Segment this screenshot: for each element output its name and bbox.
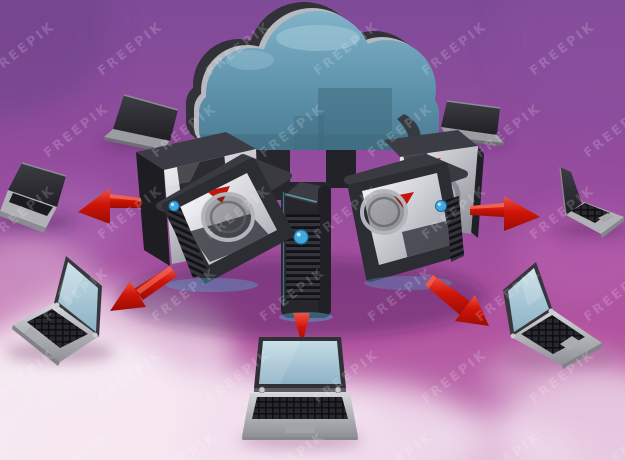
arrow-head [504, 196, 540, 231]
highlight [58, 262, 84, 304]
laptop-bottom-left [12, 256, 102, 366]
tower-vents [167, 206, 208, 278]
cloud-surface-details [199, 25, 439, 150]
highlight [470, 203, 504, 209]
tower-top [384, 130, 478, 157]
reflection [318, 88, 392, 150]
laptop-touchpad [285, 423, 315, 433]
corner-shade [0, 0, 110, 119]
laptop-screen [58, 262, 98, 332]
highlight [164, 162, 200, 186]
underglow [166, 278, 258, 292]
laptop-bottom-center [242, 337, 358, 440]
highlight [559, 166, 567, 217]
shading [199, 134, 439, 150]
highlight [21, 162, 67, 177]
arrow-to-mid-right-laptop [470, 196, 540, 231]
highlight [259, 341, 300, 384]
laptop-screen [259, 341, 341, 384]
laptop-top-left [103, 94, 179, 152]
hinge [92, 332, 98, 338]
highlight [437, 202, 441, 206]
laptop-base-edge [103, 137, 162, 152]
arrow-to-bottom-center-laptop [293, 313, 310, 345]
reflection [294, 116, 324, 150]
highlight [425, 275, 436, 288]
fan-ring-inner [367, 196, 401, 228]
highlight [170, 202, 175, 207]
laptop-mid-left [0, 162, 67, 233]
highlight [178, 192, 210, 222]
highlight [446, 100, 501, 109]
highlight [136, 266, 173, 294]
arrow-to-mid-left-laptop [78, 188, 141, 224]
server-tower-left-front [156, 154, 294, 292]
highlight [123, 94, 179, 111]
server-tower-center [281, 182, 331, 318]
arrow-to-bottom-right-laptop [425, 275, 489, 326]
laptop-base-edge [562, 343, 603, 369]
hinge [510, 333, 516, 339]
laptop-touchpad [598, 213, 614, 222]
fan-ring-inner [209, 200, 247, 234]
tower-vents [286, 214, 320, 300]
reflection [402, 220, 451, 260]
tower-vents [446, 196, 464, 262]
laptop-screen-back [560, 167, 585, 216]
power-led [435, 200, 447, 212]
power-led [293, 229, 309, 245]
laptop-keyboard [27, 309, 88, 348]
cloud-group [186, 2, 439, 150]
laptop-base-edge [12, 325, 60, 366]
highlight [226, 50, 274, 70]
laptop-screen [508, 268, 549, 332]
hinge [548, 308, 554, 314]
tower-top [136, 132, 256, 170]
highlight [110, 194, 141, 201]
laptop-touchpad [23, 327, 42, 343]
laptop-base-edge [601, 217, 624, 238]
highlight [276, 25, 360, 51]
tower-side [318, 186, 331, 314]
server-tower-right-front [344, 154, 468, 290]
laptop-base-edge [0, 211, 46, 233]
arrow-head [78, 188, 110, 224]
highlight [520, 268, 542, 306]
highlight [284, 193, 318, 203]
arrow-head [455, 295, 489, 326]
laptop-screen-back [113, 95, 178, 141]
corner-shade [500, 0, 625, 135]
hinge [54, 302, 60, 308]
hinge [258, 386, 266, 394]
laptop-keyboard [9, 193, 53, 216]
arrow-to-bottom-left-laptop [110, 266, 177, 311]
tower-side [136, 152, 170, 266]
hinge [254, 388, 346, 392]
laptop-screen-back [441, 101, 500, 135]
laptop-screen-back [8, 163, 66, 207]
laptop-bottom-right [503, 262, 603, 369]
laptop-base [104, 129, 170, 149]
laptop-touchpad [560, 336, 581, 350]
laptop-keyboard [252, 397, 348, 419]
laptop-base-edge [242, 437, 358, 440]
laptop-mid-right [559, 166, 624, 238]
power-led [168, 200, 180, 212]
highlight [296, 232, 301, 237]
arrow-shaft [425, 275, 470, 315]
arrow-head [110, 281, 146, 311]
